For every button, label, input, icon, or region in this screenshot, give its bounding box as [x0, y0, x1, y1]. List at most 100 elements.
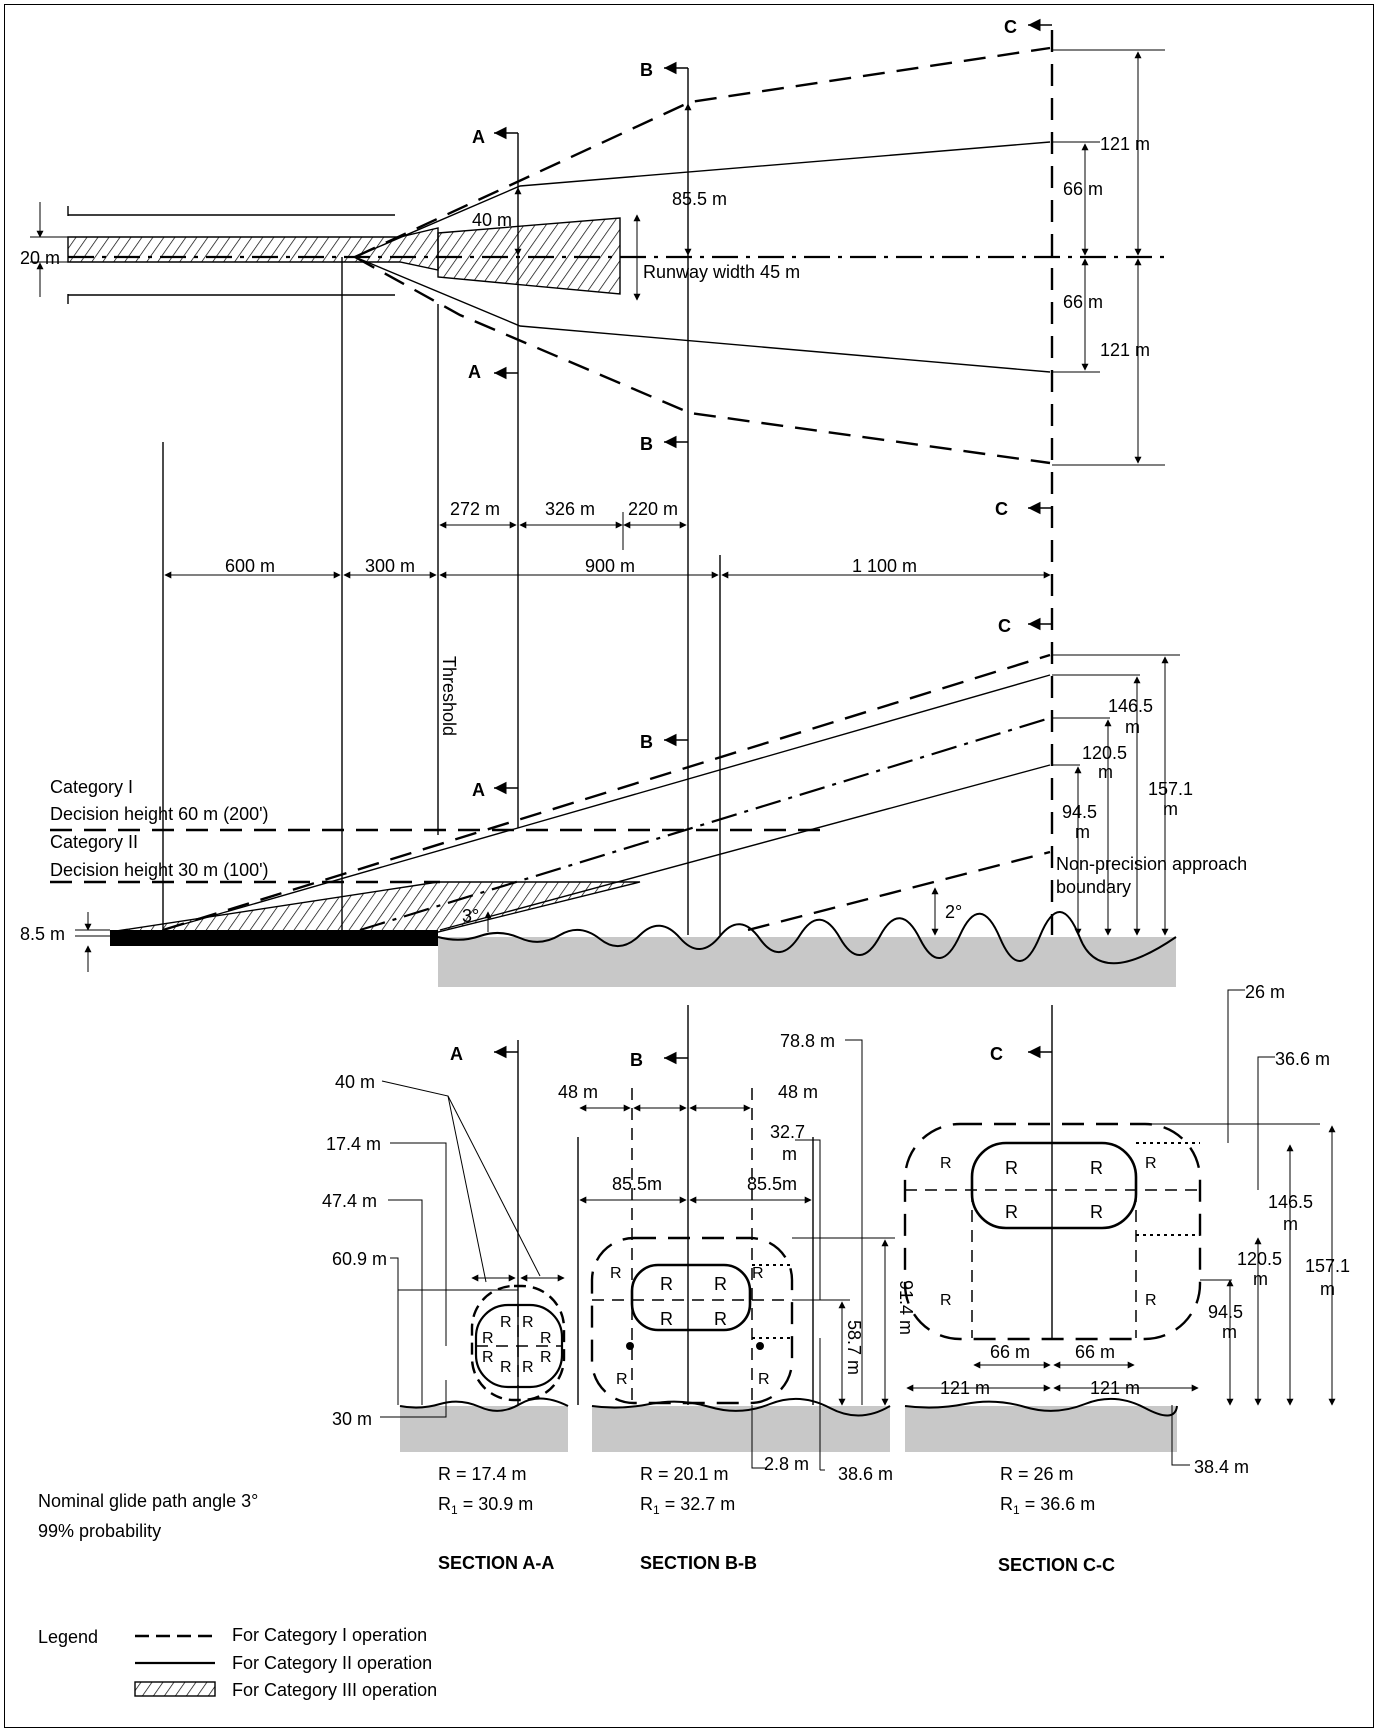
legend-cat3-swatch — [134, 1681, 216, 1697]
section-marker-b-bottom: B — [640, 434, 653, 454]
bb-label-85-5-left: 85.5m — [612, 1174, 662, 1194]
bb-label-2-8: 2.8 m — [764, 1454, 809, 1474]
aa-label-40: 40 m — [335, 1072, 375, 1092]
threshold-label: Threshold — [439, 656, 459, 736]
h-146-5: 146.5 — [1108, 696, 1153, 716]
section-marker-a-bottom: A — [468, 362, 481, 382]
dim-600m: 600 m — [225, 556, 275, 576]
aa-label-17-4: 17.4 m — [326, 1134, 381, 1154]
aa-label-47-4: 47.4 m — [322, 1191, 377, 1211]
aa-r-1: R — [482, 1330, 494, 1347]
plan-view: 121 m 66 m 66 m 121 m 20 m 40 m 85.5 m R… — [20, 30, 1165, 935]
cc-label-146-5-unit: m — [1283, 1214, 1298, 1234]
section-a-a: A R R R R R R R R 40 m 17.4 m 47.4 m 60.… — [322, 1040, 569, 1573]
bb-cat1-outline — [590, 1236, 794, 1405]
section-cut-lines: A A A B B B C C C — [162, 17, 1052, 935]
runway-profile — [110, 930, 438, 946]
aa-r1-3: R — [500, 1359, 512, 1376]
aa-r1-1: R — [500, 1314, 512, 1331]
cc-label-121-right: 121 m — [1090, 1378, 1140, 1398]
cc-r1-4: R — [1145, 1292, 1157, 1309]
dim-121-top: 121 m — [1100, 134, 1150, 154]
section-c-c: C R R R R R R R R 66 m 66 m 121 m 121 m … — [903, 982, 1350, 1575]
section-marker-b-top: B — [640, 60, 653, 80]
h-120-5: 120.5 — [1082, 743, 1127, 763]
cat1-plan-upper — [354, 46, 1051, 259]
bb-r1-3: R — [616, 1371, 628, 1388]
cc-label-38-4: 38.4 m — [1194, 1457, 1249, 1477]
bb-r1-formula: R1 = 32.7 m — [640, 1494, 735, 1517]
bb-r1-2: R — [752, 1265, 764, 1282]
section-c-marker: C — [990, 1044, 1003, 1064]
cat2-profile-surface — [162, 674, 1051, 931]
aa-r-4: R — [540, 1349, 552, 1366]
h-120-5-unit: m — [1098, 762, 1113, 782]
distance-dimensions: 272 m 326 m 220 m 600 m 300 m 900 m 1 10… — [164, 499, 1051, 579]
h-94-5-unit: m — [1075, 822, 1090, 842]
aa-r1-4: R — [522, 1359, 534, 1376]
angle-2-label: 2° — [945, 902, 962, 922]
cc-label-94-5-unit: m — [1222, 1322, 1237, 1342]
cat2-dh-label: Decision height 30 m (100') — [50, 860, 269, 880]
cc-label-146-5: 146.5 — [1268, 1192, 1313, 1212]
cc-r1-1: R — [940, 1155, 952, 1172]
cc-r-formula: R = 26 m — [1000, 1464, 1074, 1484]
legend-title: Legend — [38, 1627, 98, 1647]
section-marker-c-top: C — [1004, 17, 1017, 37]
dim-272m: 272 m — [450, 499, 500, 519]
bb-label-58-7: 58.7 m — [844, 1320, 864, 1375]
cc-label-26: 26 m — [1245, 982, 1285, 1002]
cat3-profile-wedge — [109, 881, 641, 933]
cc-r-1: R — [1005, 1158, 1018, 1178]
legend-cat1: For Category I operation — [232, 1625, 427, 1645]
cc-label-94-5: 94.5 — [1208, 1302, 1243, 1322]
aa-title: SECTION A-A — [438, 1553, 554, 1573]
bb-r-3: R — [660, 1309, 673, 1329]
cat2-label: Category II — [50, 832, 138, 852]
bb-label-48-right: 48 m — [778, 1082, 818, 1102]
aa-label-60-9: 60.9 m — [332, 1249, 387, 1269]
cc-label-66-left: 66 m — [990, 1342, 1030, 1362]
h-8-5m: 8.5 m — [20, 924, 65, 944]
aa-label-30: 30 m — [332, 1409, 372, 1429]
cc-label-157-1: 157.1 — [1305, 1256, 1350, 1276]
section-marker-a-top: A — [472, 127, 485, 147]
profile-view: 3° 2° 146.5 m 120.5 m 157.1 m 94.5 m Non… — [20, 653, 1247, 987]
legend-cat3: For Category III operation — [232, 1680, 437, 1700]
dim-20m: 20 m — [20, 248, 60, 268]
bb-label-91-4: 91.4 m — [896, 1280, 916, 1335]
dim-900m: 900 m — [585, 556, 635, 576]
cc-label-120-5: 120.5 — [1237, 1249, 1282, 1269]
section-a-marker: A — [450, 1044, 463, 1064]
bb-label-85-5-right: 85.5m — [747, 1174, 797, 1194]
bb-label-32-7-unit: m — [782, 1144, 797, 1164]
dim-40m: 40 m — [472, 210, 512, 230]
dim-66-bottom: 66 m — [1063, 292, 1103, 312]
cc-title: SECTION C-C — [998, 1555, 1115, 1575]
cc-r-4: R — [1090, 1202, 1103, 1222]
cat1-plan-lower — [354, 255, 1051, 465]
section-marker-c-profile: C — [998, 616, 1011, 636]
dim-300m: 300 m — [365, 556, 415, 576]
cc-label-121-left: 121 m — [940, 1378, 990, 1398]
section-marker-c-bottom: C — [995, 499, 1008, 519]
bb-r-2: R — [714, 1274, 727, 1294]
aa-cat1-outline — [470, 1284, 566, 1402]
bb-label-38-6: 38.6 m — [838, 1464, 893, 1484]
bb-label-32-7: 32.7 — [770, 1122, 805, 1142]
cat1-dh-label: Decision height 60 m (200') — [50, 804, 269, 824]
h-94-5: 94.5 — [1062, 802, 1097, 822]
cc-label-36-6: 36.6 m — [1275, 1049, 1330, 1069]
dim-121-bottom: 121 m — [1100, 340, 1150, 360]
aa-r-2: R — [540, 1330, 552, 1347]
cc-label-66-right: 66 m — [1075, 1342, 1115, 1362]
note-glide-path: Nominal glide path angle 3° — [38, 1491, 258, 1511]
legend: Legend For Category I operation For Cate… — [38, 1625, 437, 1700]
bb-r-formula: R = 20.1 m — [640, 1464, 729, 1484]
cc-r1-2: R — [1145, 1155, 1157, 1172]
note-probability: 99% probability — [38, 1521, 161, 1541]
nonprecision-label-2: boundary — [1056, 877, 1131, 897]
cc-label-157-1-unit: m — [1320, 1279, 1335, 1299]
dim-66-top: 66 m — [1063, 179, 1103, 199]
